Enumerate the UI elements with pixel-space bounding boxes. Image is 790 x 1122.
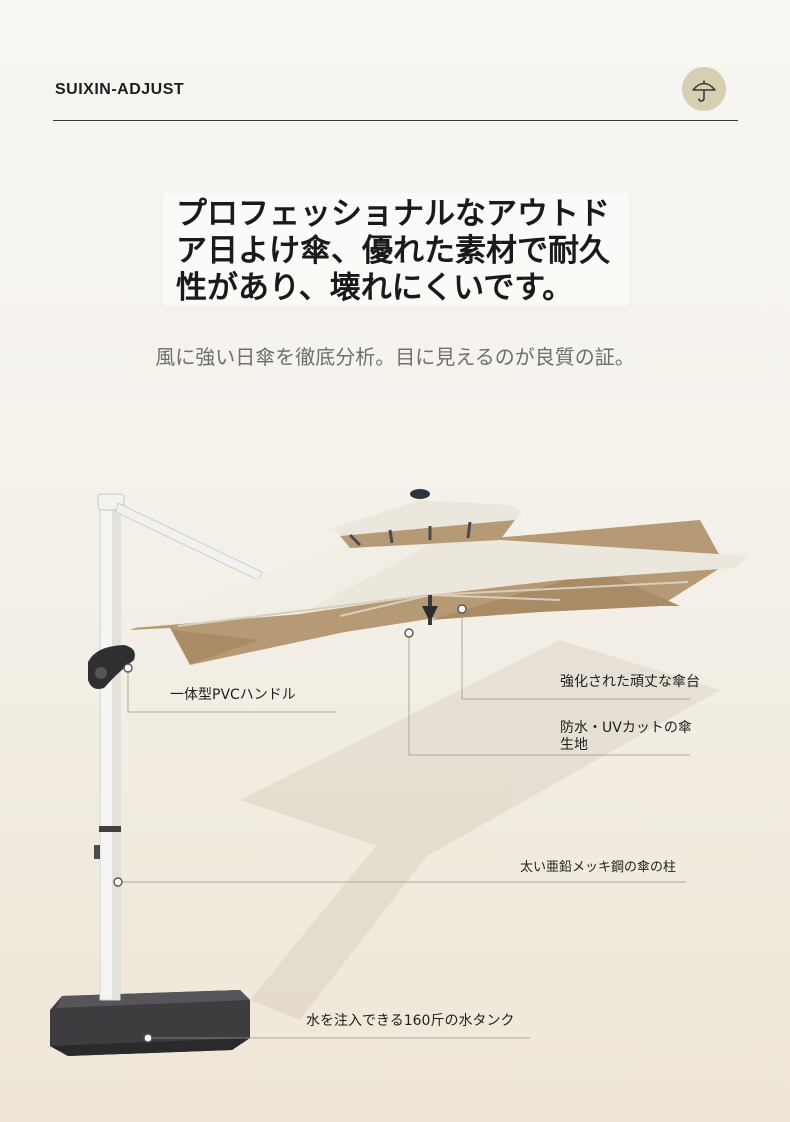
callout-frame: 強化された頑丈な傘台 xyxy=(560,674,700,690)
callout-handle: 一体型PVCハンドル xyxy=(170,687,296,703)
headline: プロフェッショナルなアウトド ア日よけ傘、優れた素材で耐久 性があり、壊れにくい… xyxy=(176,196,646,307)
callout-fabric-line-1: 防水・UVカットの傘 xyxy=(560,720,692,736)
callout-pole: 太い亜鉛メッキ鋼の傘の柱 xyxy=(520,860,677,875)
umbrella-icon xyxy=(682,67,726,111)
headline-line-1: プロフェッショナルなアウトド xyxy=(176,196,610,232)
umbrella-arm xyxy=(115,502,263,581)
headline-background xyxy=(163,193,629,305)
pvc-handle xyxy=(88,645,135,689)
headline-line-2: ア日よけ傘、優れた素材で耐久 xyxy=(176,233,610,269)
callout-fabric: 防水・UVカットの傘 生地 xyxy=(560,720,692,754)
headline-line-3: 性があり、壊れにくいです。 xyxy=(176,270,574,306)
brand-name: SUIXIN-ADJUST xyxy=(55,81,185,98)
callout-base: 水を注入できる160斤の水タンク xyxy=(306,1013,515,1029)
callout-dots xyxy=(113,604,467,1043)
umbrella-pole xyxy=(94,493,125,1001)
umbrella-canopy xyxy=(130,489,748,665)
umbrella-shadow xyxy=(240,640,720,1020)
header-divider xyxy=(53,120,738,121)
callout-fabric-line-2: 生地 xyxy=(560,737,588,753)
callout-lines xyxy=(118,609,690,1039)
subheadline: 風に強い日傘を徹底分析。目に見えるのが良質の証。 xyxy=(155,345,635,369)
water-tank-base xyxy=(50,990,250,1056)
